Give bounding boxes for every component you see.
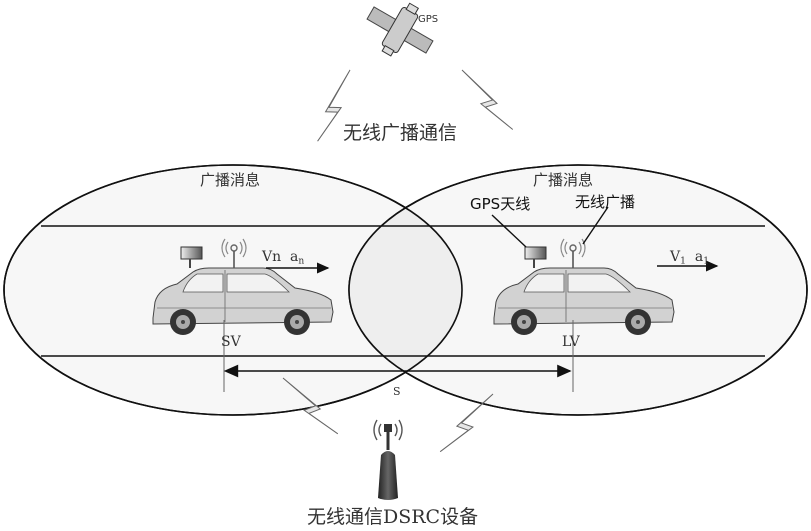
- gps-antenna-callout: GPS天线: [470, 195, 531, 213]
- satellite-icon: [366, 2, 434, 57]
- wireless-broadcast-title: 无线广播通信: [343, 122, 458, 144]
- wireless-broadcast-callout: 无线广播: [575, 193, 636, 211]
- sv-label: SV: [221, 334, 241, 350]
- sv-accel-sub: n: [298, 256, 305, 267]
- gps-satellite-label: GPS: [418, 14, 439, 25]
- gps-antenna-icon: [180, 246, 547, 268]
- radio-tower-icon: [373, 419, 403, 500]
- right-zone-label: 广播消息: [533, 171, 594, 189]
- callout-line: [582, 206, 609, 245]
- lv-velocity: V: [670, 249, 681, 265]
- sv-motion-label: Vn an: [262, 249, 304, 267]
- left-zone-label: 广播消息: [200, 171, 261, 189]
- sv-velocity: Vn: [262, 249, 282, 265]
- callout-line: [491, 214, 527, 248]
- lv-motion-label: V1 a1: [670, 249, 709, 267]
- lv-velocity-sub: 1: [680, 256, 686, 267]
- sv-accel: a: [290, 249, 299, 265]
- left-zone-outline: [3, 164, 463, 416]
- distance-label: S: [393, 385, 401, 398]
- lightning-icon: [461, 63, 514, 136]
- lv-accel-sub: 1: [703, 256, 709, 267]
- dsrc-device-label: 无线通信DSRC设备: [307, 506, 479, 528]
- right-zone-outline: [348, 164, 808, 416]
- lv-accel: a: [694, 249, 704, 265]
- lv-label: LV: [562, 334, 580, 350]
